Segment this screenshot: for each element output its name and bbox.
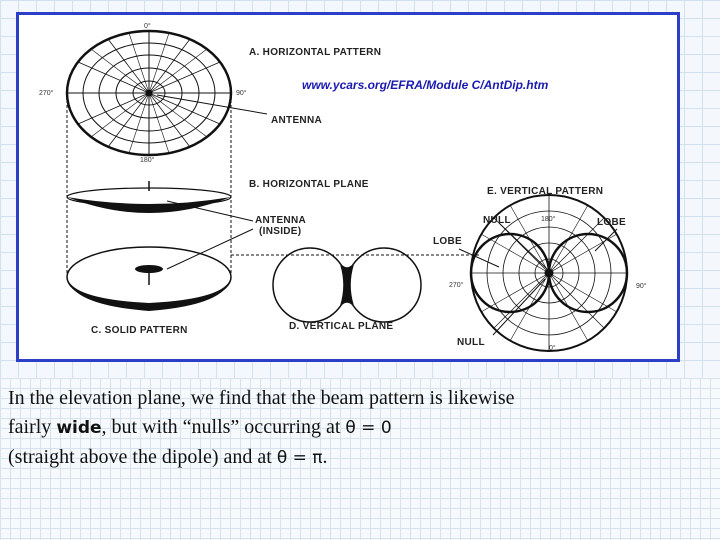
caption-line-2: fairly wide, but with “nulls” occurring … — [8, 413, 708, 443]
caption-math-theta-pi: θ = π — [276, 448, 323, 468]
caption-line-3-end: . — [322, 446, 328, 468]
caption-line-2-mid: , but with “nulls” occurring at — [101, 416, 346, 438]
projection-lines — [66, 95, 479, 275]
caption-bold-wide: wide — [56, 418, 102, 438]
a-tick-180: 180° — [140, 156, 155, 164]
e-tick-270: 270° — [449, 281, 464, 289]
a-tick-270: 270° — [39, 89, 54, 97]
caption-line-3: (straight above the dipole) and at θ = π… — [8, 443, 708, 473]
caption-line-3-start: (straight above the dipole) and at — [8, 446, 277, 468]
label-antenna: ANTENNA — [271, 115, 322, 126]
horizontal-plane-figure — [66, 181, 232, 213]
label-solid-pattern: C. SOLID PATTERN — [91, 325, 188, 336]
label-horizontal-pattern: A. HORIZONTAL PATTERN — [249, 47, 381, 58]
e-tick-0: 0° — [549, 344, 556, 352]
horizontal-pattern-figure — [65, 29, 233, 157]
label-null-top: NULL — [483, 215, 511, 226]
a-tick-0: 0° — [144, 22, 151, 30]
figure-frame: 0° 270° 90° 180° — [16, 12, 680, 362]
source-url: www.ycars.org/EFRA/Module C/AntDip.htm — [302, 78, 549, 92]
e-tick-180: 180° — [541, 215, 556, 223]
label-antenna-inside-1: ANTENNA — [255, 215, 306, 226]
label-null-bottom: NULL — [457, 337, 485, 348]
a-tick-90: 90° — [236, 89, 247, 97]
caption-panel: In the elevation plane, we find that the… — [0, 378, 720, 540]
caption-math-theta-zero: θ = 0 — [345, 418, 392, 438]
lobe-null-pointer-lines — [458, 222, 618, 336]
label-vertical-plane: D. VERTICAL PLANE — [289, 321, 393, 332]
caption-text: In the elevation plane, we find that the… — [8, 384, 708, 473]
caption-line-1: In the elevation plane, we find that the… — [8, 387, 515, 409]
antenna-pointer-lines — [156, 94, 268, 270]
label-antenna-inside-2: (INSIDE) — [259, 226, 301, 237]
vertical-plane-figure — [272, 247, 422, 323]
caption-line-2-start: fairly — [8, 416, 57, 438]
antenna-pattern-diagram: 0° 270° 90° 180° — [39, 22, 647, 352]
e-tick-90: 90° — [636, 282, 647, 290]
label-vertical-pattern: E. VERTICAL PATTERN — [487, 186, 603, 197]
label-lobe-left: LOBE — [433, 236, 462, 247]
solid-pattern-figure — [66, 246, 232, 311]
label-lobe-right: LOBE — [597, 217, 626, 228]
label-horizontal-plane: B. HORIZONTAL PLANE — [249, 179, 369, 190]
